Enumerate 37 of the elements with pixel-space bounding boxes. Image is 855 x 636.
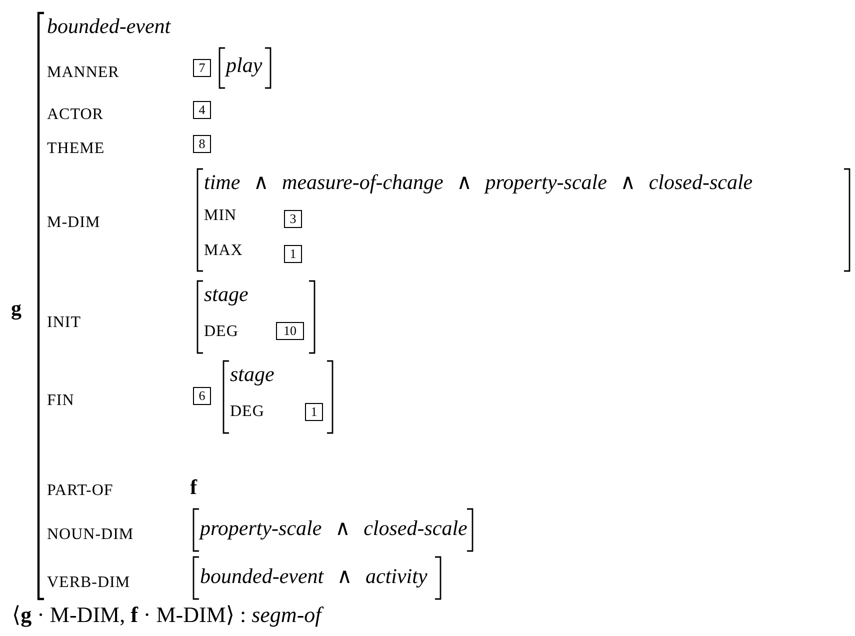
- coreference-tag: 4: [193, 101, 211, 119]
- type-conjunction: time ∧ measure-of-change ∧ property-scale ∧ closed-scale: [204, 170, 753, 196]
- coreference-tag: 6: [193, 387, 211, 405]
- value-matrix: [222, 360, 334, 434]
- coreference-tag: 3: [284, 210, 302, 228]
- feature-name: MIN: [204, 206, 237, 226]
- type-label: stage: [204, 282, 248, 308]
- type-conjunction: property-scale ∧ closed-scale: [200, 516, 468, 542]
- feature-name: DEG: [204, 322, 238, 342]
- feature-name: MANNER: [47, 63, 120, 82]
- value-matrix: [192, 508, 474, 552]
- type-conjunction: bounded-event ∧ activity: [200, 564, 428, 590]
- type-label: stage: [230, 362, 274, 388]
- value-matrix: [196, 280, 316, 354]
- feature-name: FIN: [47, 391, 74, 410]
- coreference-tag: 8: [193, 135, 211, 153]
- feature-name: DEG: [230, 402, 264, 422]
- feature-name: VERB-DIM: [47, 573, 130, 592]
- feature-value: f: [190, 475, 197, 500]
- type-label: play: [226, 53, 262, 78]
- value-matrix: [218, 47, 272, 89]
- coreference-tag: 1: [305, 403, 323, 421]
- type-label: bounded-event: [47, 14, 171, 40]
- value-matrix: [192, 556, 442, 600]
- feature-name: M-DIM: [47, 213, 100, 232]
- path-equation: ⟨g · M-DIM, f · M-DIM⟩ : segm-of: [12, 602, 322, 628]
- matrix-variable: g: [11, 296, 22, 322]
- feature-name: NOUN-DIM: [47, 525, 134, 544]
- coreference-tag: 10: [276, 322, 304, 340]
- coreference-tag: 1: [284, 245, 302, 263]
- value-matrix: [196, 168, 851, 272]
- feature-name: MAX: [204, 241, 243, 260]
- feature-name: INIT: [47, 313, 81, 332]
- feature-name: PART-OF: [47, 481, 114, 500]
- feature-name: ACTOR: [47, 105, 104, 124]
- feature-name: THEME: [47, 139, 105, 158]
- coreference-tag: 7: [193, 59, 211, 77]
